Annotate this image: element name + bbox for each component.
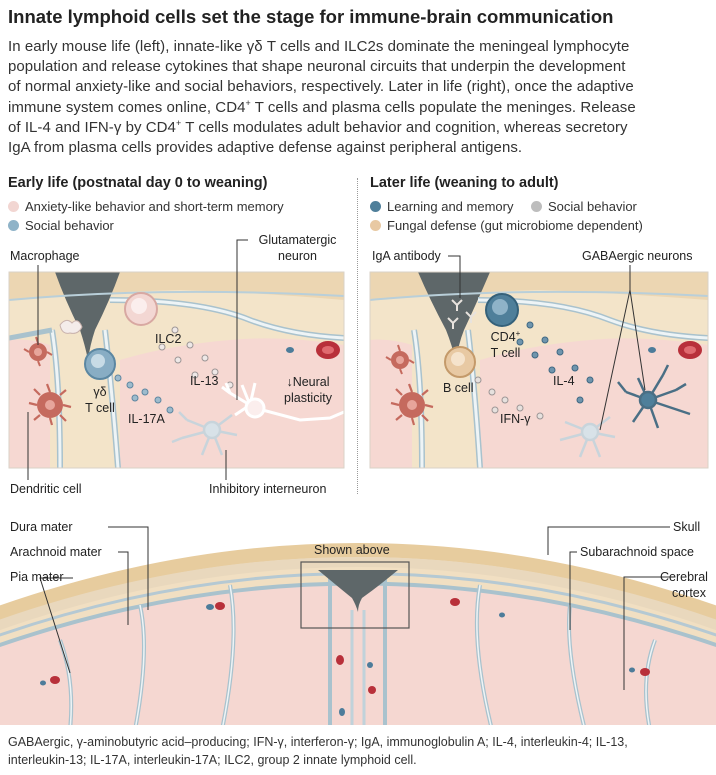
label-il13: IL-13 [190,374,219,388]
b-cell [444,346,476,378]
intro-line: of normal anxiety-like and social behavi… [8,78,634,96]
glutamatergic-neuron [221,382,344,422]
figure-title: Innate lymphoid cells set the stage for … [8,6,614,27]
later-panel-frame [369,271,709,469]
label-arachnoid-mater: Arachnoid mater [10,545,102,559]
ilc2-cell [124,292,158,326]
later-life-title: Later life (weaning to adult) [370,175,559,191]
macrophage-cell [385,344,415,375]
label-iga-antibody: IgA antibody [372,249,441,263]
meninges-cross-section [0,543,716,725]
cd4-t-cell [485,293,519,327]
later-life-panel [370,272,708,468]
label-neural-plasticity: ↓Neural plasticity [272,374,344,406]
leader-lines [39,526,675,690]
legend-item: Fungal defense (gut microbiome dependent… [370,218,643,233]
label-ilc2: ILC2 [155,332,182,346]
footnote: GABAergic, γ-aminobutyric acid–producing… [8,734,708,769]
intro-line: In early mouse life (left), innate-like … [8,38,630,55]
label-line: plasticity [284,391,332,405]
intro-line: immune system comes online, CD4+ T cells… [8,98,710,118]
intro-line: IgA from plasma cells provides adaptive … [8,139,523,157]
label-il4: IL-4 [553,374,575,388]
iga-antibody [447,299,477,329]
label-line: Cerebral [660,570,708,584]
legend-swatch [8,201,19,212]
label-line: Glutamatergic [258,233,337,247]
label-cd4-t-cell: CD4+T cell [483,329,528,361]
label-pia-mater: Pia mater [10,570,64,584]
dendritic-cell [390,383,434,426]
label-macrophage: Macrophage [10,249,80,263]
legend-label: Social behavior [548,199,637,214]
footnote-line: GABAergic, γ-aminobutyric acid–producing… [8,735,628,749]
legend-swatch [8,220,19,231]
gamma-delta-t-cell [84,348,116,380]
label-line: neuron [278,249,317,263]
intro-text-part: T cells modulates adult behavior and cog… [181,118,628,136]
intro-text-part: immune system comes online, CD4 [8,98,246,116]
label-skull: Skull [673,520,701,534]
superscript: + [175,117,182,128]
legend-swatch [370,220,381,231]
label-gamma-delta-t-cell: γδ T cell [75,384,125,416]
intro-line: of IL-4 and IFN-γ by CD4+ T cells modula… [8,118,710,138]
legend-label: Fungal defense (gut microbiome dependent… [387,218,643,233]
legend-item: Learning and memory [370,199,513,214]
intro-text-part: of IL-4 and IFN-γ by CD4 [8,118,176,136]
inhibitory-interneuron [171,411,238,456]
label-dendritic-cell: Dendritic cell [10,482,82,496]
shown-above-box [300,561,410,629]
label-ifn-gamma: IFN-γ [500,412,531,426]
label-inhibitory-interneuron: Inhibitory interneuron [209,482,327,496]
early-life-panel [9,272,344,468]
leader-lines [27,239,248,480]
label-shown-above: Shown above [314,543,390,557]
label-il17a: IL-17A [128,412,165,426]
label-line: cortex [671,586,706,600]
macrophage-cell [23,336,53,367]
legend-label: Anxiety-like behavior and short-term mem… [25,199,284,214]
label-line: T cell [490,346,521,360]
label-line: ↓Neural [286,375,330,389]
label-line: T cell [85,401,115,415]
label-gabaergic-neurons: GABAergic neurons [582,249,693,263]
label-text: CD4 [490,330,516,344]
gabaergic-neuron [617,364,691,429]
panel-divider [357,178,358,494]
superscript: + [515,328,521,338]
early-panel-frame [8,271,345,469]
intro-line: population and release cytokines that sh… [8,58,626,76]
legend-swatch [531,201,542,212]
label-glutamatergic-neuron: Glutamatergic neuron [250,232,345,264]
dendritic-cell [28,383,72,426]
legend-swatch [370,201,381,212]
leader-lines [448,255,646,431]
footnote-line: interleukin-13; IL-17A, interleukin-17A;… [8,752,417,767]
legend-item: Social behavior [8,218,114,233]
gabaergic-neuron [559,416,616,458]
label-subarachnoid-space: Subarachnoid space [580,545,694,559]
intro-text: In early mouse life (left), innate-like … [8,37,710,158]
legend-label: Social behavior [25,218,114,233]
legend-item: Anxiety-like behavior and short-term mem… [8,199,284,214]
label-line: γδ [93,385,107,399]
label-cerebral-cortex: Cerebral cortex [660,569,708,601]
label-b-cell: B cell [443,381,474,395]
early-life-title: Early life (postnatal day 0 to weaning) [8,175,268,191]
legend-item: Social behavior [531,199,637,214]
superscript: + [245,97,251,108]
intro-text-part: T cells and plasma cells populate the me… [250,98,636,116]
label-line: CD4+ [483,329,528,345]
label-dura-mater: Dura mater [10,520,73,534]
legend-label: Learning and memory [387,199,514,214]
